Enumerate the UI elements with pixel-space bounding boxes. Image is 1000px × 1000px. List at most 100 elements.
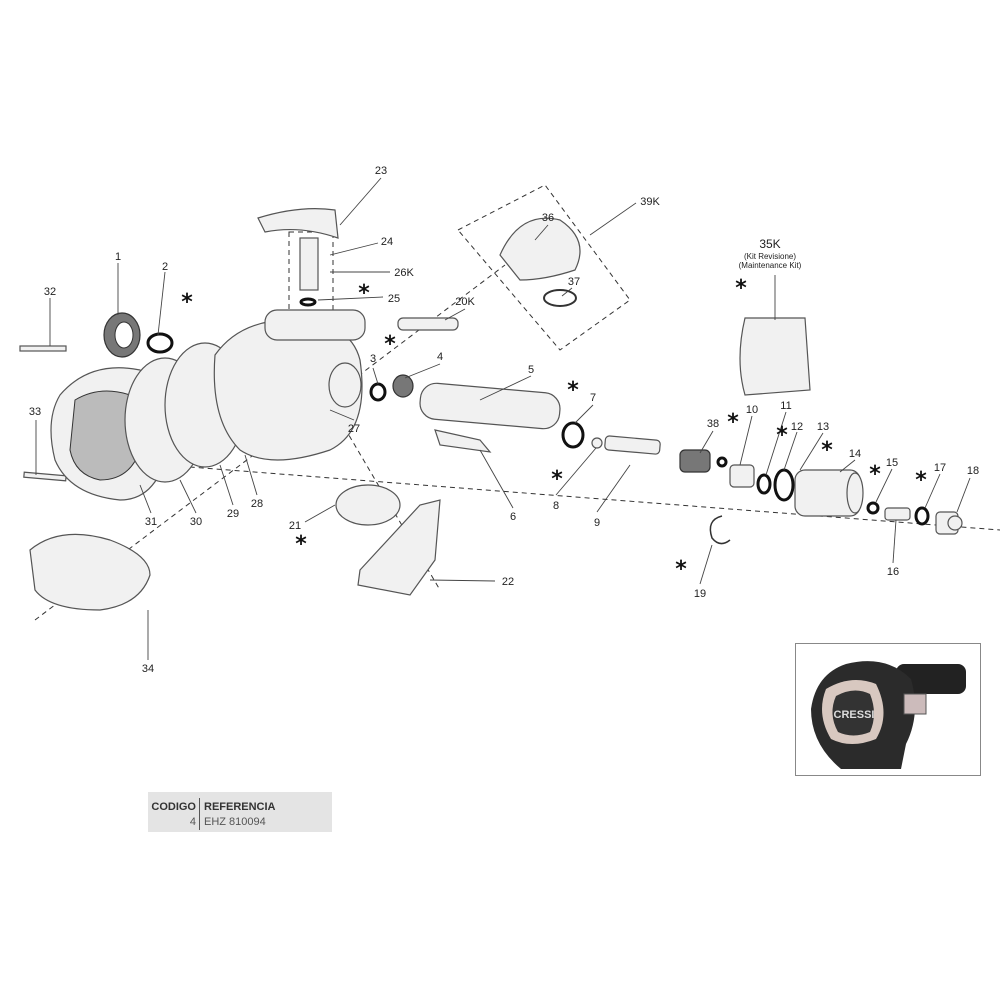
assembly-axis xyxy=(99,459,1000,531)
label-part-21: 21 xyxy=(289,520,301,532)
label-part-30: 30 xyxy=(190,516,202,528)
part-38-spring xyxy=(679,449,711,473)
part-11-bushing xyxy=(729,464,755,488)
label-part-31: 31 xyxy=(145,516,157,528)
asterisk-marker: * xyxy=(567,378,579,403)
label-part-19: 19 xyxy=(694,588,706,600)
part-18-cap xyxy=(935,511,963,535)
part-33-pin xyxy=(23,471,67,482)
part-9-poppet xyxy=(604,435,661,455)
label-part-14: 14 xyxy=(849,448,861,460)
label-part-26k: 26K xyxy=(394,267,414,279)
label-part-6: 6 xyxy=(510,511,516,523)
label-part-3: 3 xyxy=(370,353,376,365)
cell-referencia: EHZ 810094 xyxy=(204,816,266,828)
product-photo-inset: CRESSI xyxy=(795,643,981,776)
part-2-oring xyxy=(146,332,174,354)
label-part-5: 5 xyxy=(528,364,534,376)
label-part-16: 16 xyxy=(887,566,899,578)
label-part-1: 1 xyxy=(115,251,121,263)
label-maintenance-kit: (Maintenance Kit) xyxy=(739,261,802,270)
part-10-oring xyxy=(716,456,728,468)
label-part-29: 29 xyxy=(227,508,239,520)
label-part-35k: 35K xyxy=(759,237,780,251)
header-referencia: REFERENCIA xyxy=(204,801,276,813)
asterisk-marker: * xyxy=(295,532,307,557)
part-1-cover-ring xyxy=(103,312,141,358)
label-part-32: 32 xyxy=(44,286,56,298)
part-35k-maintenance-kit-bag xyxy=(739,317,811,396)
part-34-exhaust-cover xyxy=(29,533,151,611)
asterisk-marker: * xyxy=(675,557,687,582)
label-part-2: 2 xyxy=(162,261,168,273)
asterisk-marker: * xyxy=(551,467,563,492)
asterisk-marker: * xyxy=(776,423,788,448)
column-divider xyxy=(199,798,200,830)
part-28-body xyxy=(213,309,366,461)
part-5-tube xyxy=(419,382,561,430)
header-codigo: CODIGO xyxy=(151,801,196,813)
asterisk-marker: * xyxy=(869,462,881,487)
part-15-oring xyxy=(866,501,880,515)
kit-asterisks: * * * * * * * * * * * * * xyxy=(181,276,927,582)
label-part-11: 11 xyxy=(780,400,791,412)
asterisk-marker: * xyxy=(181,290,193,315)
label-part-39k: 39K xyxy=(640,196,660,208)
label-part-24: 24 xyxy=(381,236,393,248)
asterisk-marker: * xyxy=(358,281,370,306)
label-part-10: 10 xyxy=(746,404,758,416)
label-part-12: 12 xyxy=(791,421,803,433)
part-22-deflector xyxy=(357,499,441,596)
label-part-7: 7 xyxy=(590,392,596,404)
part-17-oring xyxy=(914,506,930,526)
asterisk-marker: * xyxy=(735,276,747,301)
part-20k-adjuster xyxy=(397,317,459,331)
part-36-mouthpiece xyxy=(499,217,581,281)
label-part-33: 33 xyxy=(29,406,41,418)
part-19-clip xyxy=(709,515,731,545)
asterisk-marker: * xyxy=(915,468,927,493)
label-part-23: 23 xyxy=(375,165,387,177)
label-part-9: 9 xyxy=(594,517,600,529)
label-part-13: 13 xyxy=(817,421,829,433)
part-4-nut xyxy=(392,374,414,398)
leader-lines xyxy=(35,177,971,660)
label-part-18: 18 xyxy=(967,465,979,477)
label-part-17: 17 xyxy=(934,462,946,474)
label-part-15: 15 xyxy=(886,457,898,469)
label-part-4: 4 xyxy=(437,351,443,363)
asterisk-marker: * xyxy=(821,438,833,463)
label-part-27: 27 xyxy=(348,423,360,435)
label-part-36: 36 xyxy=(542,212,554,224)
part-12-oring xyxy=(756,473,772,495)
part-reference-table: CODIGO REFERENCIA 4 EHZ 810094 xyxy=(148,792,332,832)
part-32-pin xyxy=(19,345,67,352)
part-23-purge-lever xyxy=(257,208,339,239)
part-7-oring xyxy=(561,421,585,449)
label-part-20k: 20K xyxy=(455,296,475,308)
part-group-box-39k xyxy=(457,184,631,351)
label-part-25: 25 xyxy=(388,293,400,305)
brand-logo: CRESSI xyxy=(834,709,875,721)
part-37-tie xyxy=(543,289,577,307)
regulator-photo: CRESSI xyxy=(811,661,966,769)
label-part-22: 22 xyxy=(502,576,514,588)
label-part-37: 37 xyxy=(568,276,580,288)
part-3-oring xyxy=(369,382,387,402)
part-14-adjustment-knob xyxy=(794,469,864,517)
part-16-stem xyxy=(884,507,911,521)
asterisk-marker: * xyxy=(384,332,396,357)
part-21-diaphragm-disk xyxy=(335,484,401,526)
label-part-34: 34 xyxy=(142,663,154,675)
label-part-8: 8 xyxy=(553,500,559,512)
cell-codigo: 4 xyxy=(189,816,196,828)
part-24-spring xyxy=(299,237,319,291)
part-6-lever xyxy=(434,429,492,453)
part-8-seat xyxy=(591,437,603,449)
label-kit-revisione: (Kit Revisione) xyxy=(744,252,796,261)
label-part-28: 28 xyxy=(251,498,263,510)
label-part-38: 38 xyxy=(707,418,719,430)
asterisk-marker: * xyxy=(727,410,739,435)
part-25-oring xyxy=(299,297,317,307)
